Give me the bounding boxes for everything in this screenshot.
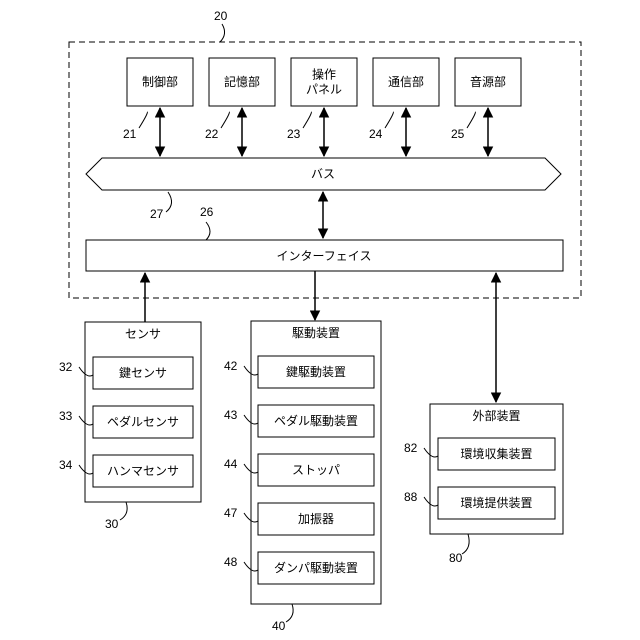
module-ref-label: 25: [451, 127, 465, 141]
drive-group: 駆動装置鍵駆動装置 42 ペダル駆動装置 43 ストッパ 44 加振器 47 ダンパ駆動装置 48…: [224, 321, 381, 633]
drive_group-title: 駆動装置: [292, 326, 340, 340]
sensor_group-item-label: 鍵センサ: [119, 365, 167, 380]
external_group-item-label: 環境収集装置: [460, 446, 532, 461]
external_group-item-label: 環境提供装置: [460, 495, 532, 510]
external_group-ref-leader: [462, 534, 469, 554]
system-ref-leader: [220, 24, 225, 42]
module-ref-leader: [139, 112, 147, 128]
drive_group-item-label: 加振器: [298, 512, 334, 526]
drive_group-item-label: 鍵駆動装置: [286, 364, 346, 379]
drive_group-ref-label: 40: [272, 619, 286, 633]
module-ref-leader: [467, 112, 475, 128]
drive_group-item-ref-label: 42: [224, 359, 238, 373]
sensor_group-item-ref-label: 32: [59, 360, 73, 374]
sensor_group-ref-label: 30: [105, 517, 119, 531]
drive_group-ref-leader: [286, 604, 293, 622]
sensor_group-item-ref-label: 33: [59, 409, 73, 423]
sensor_group-item-ref-label: 34: [59, 458, 73, 472]
drive_group-item-ref-label: 47: [224, 506, 238, 520]
drive_group-item-label: ダンパ駆動装置: [274, 560, 358, 575]
module-ref-leader: [221, 112, 229, 128]
bus-label: バス: [311, 167, 335, 181]
interface-ref-leader: [206, 222, 210, 240]
external_group-title: 外部装置: [472, 408, 520, 423]
module-ref-label: 24: [369, 127, 383, 141]
interface-label: インターフェイス: [277, 249, 372, 263]
module-label: 通信部: [388, 74, 424, 89]
bus-ref-label: 27: [150, 207, 164, 221]
module-ref-leader: [385, 112, 393, 128]
sensor_group-item-label: ペダルセンサ: [107, 414, 179, 429]
sensor-group: センサ鍵センサ 32 ペダルセンサ 33 ハンマセンサ 34 30: [59, 322, 201, 531]
drive_group-item-label: ストッパ: [292, 463, 340, 477]
module-label: 記憶部: [224, 74, 260, 89]
drive_group-item-ref-label: 43: [224, 408, 238, 422]
drive_group-item-ref-label: 44: [224, 457, 238, 471]
external_group-item-ref-label: 82: [404, 441, 418, 455]
module-label: 操作: [312, 67, 336, 82]
external-group: 外部装置環境収集装置 82 環境提供装置 88 80: [404, 404, 563, 565]
module-ref-label: 23: [287, 127, 301, 141]
module-label: 制御部: [142, 74, 178, 89]
bus-ref-leader: [166, 192, 172, 212]
module-label: 音源部: [470, 74, 506, 89]
interface-ref-label: 26: [200, 205, 214, 219]
sensor_group-ref-leader: [120, 502, 127, 520]
system-ref-label: 20: [214, 9, 228, 23]
drive_group-item-ref-label: 48: [224, 555, 238, 569]
module-ref-leader: [303, 112, 311, 128]
module-label: パネル: [306, 83, 342, 97]
drive_group-item-label: ペダル駆動装置: [274, 413, 358, 428]
module-ref-label: 22: [205, 127, 219, 141]
external_group-item-ref-label: 88: [404, 490, 418, 504]
module-row: 制御部 21 記憶部 22 操作パネル 23 通信部 24 音源部 25: [123, 58, 521, 156]
external_group-ref-label: 80: [449, 551, 463, 565]
sensor_group-title: センサ: [125, 327, 161, 341]
sensor_group-item-label: ハンマセンサ: [107, 464, 179, 478]
module-ref-label: 21: [123, 127, 137, 141]
